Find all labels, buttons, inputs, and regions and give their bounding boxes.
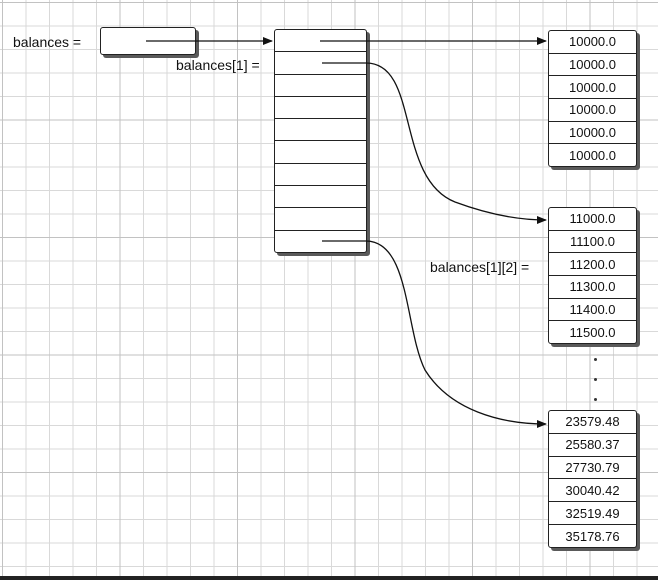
array-cell: 11400.0 [549,299,636,322]
array-cell: 10000.0 [549,99,636,122]
ellipsis-dot [594,378,597,381]
array-cell: 10000.0 [549,54,636,77]
balances-label: balances = [13,34,82,50]
array-cell: 10000.0 [549,76,636,100]
outer-array-cell [275,75,366,97]
outer-array-cell [275,186,366,209]
array-cell: 25580.37 [549,434,636,457]
array-cell: 10000.0 [549,31,636,54]
array-cell: 23579.48 [549,411,636,434]
array-cell: 11200.0 [549,253,636,277]
outer-array-cell [275,141,366,164]
array-cell: 11000.0 [549,208,636,231]
outer-array-cell [275,30,366,53]
arrow-row1 [322,62,547,224]
outer-array-cell [275,119,366,142]
array-cell: 11500.0 [569,324,616,340]
array-cell: 32519.49 [549,502,636,526]
outer-array-cell [275,208,366,231]
outer-array [274,29,367,253]
array-cell: 11300.0 [549,276,636,299]
outer-array-cell [275,97,366,120]
inner-array-row-0: 10000.0 10000.0 10000.0 10000.0 10000.0 … [548,30,637,167]
array-cell: 27730.79 [549,457,636,480]
outer-array-cell [275,52,366,75]
ellipsis-dot [594,398,597,401]
array-cell: 10000.0 [569,147,616,163]
balances-row-label: balances[1] = [176,57,260,73]
balances-elem-label: balances[1][2] = [430,259,530,275]
outer-array-cell [275,164,366,187]
inner-array-row-1: 11000.0 11100.0 11200.0 11300.0 11400.0 … [548,207,637,344]
bottom-rule [0,576,658,580]
array-cell: 11100.0 [549,231,636,254]
arrow-row-last [322,240,547,428]
ellipsis-dot [594,358,597,361]
array-cell: 30040.42 [549,479,636,503]
array-cell: 10000.0 [549,122,636,145]
inner-array-row-last: 23579.48 25580.37 27730.79 30040.42 3251… [548,410,637,548]
array-cell: 35178.76 [565,528,620,544]
